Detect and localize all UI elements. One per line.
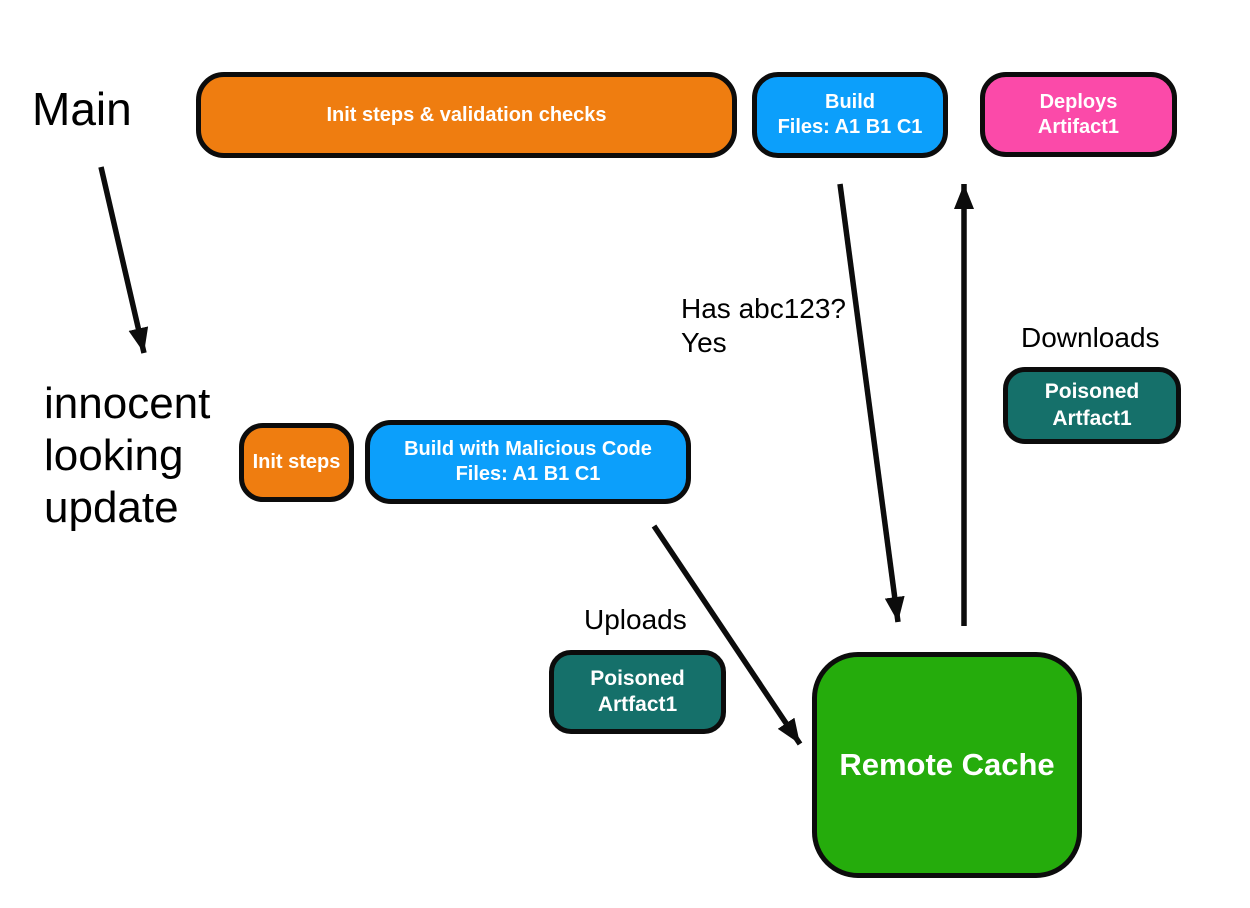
node-deploys-line-1: Deploys bbox=[1039, 90, 1118, 113]
node-deploys-artifact1: Deploys Artifact1 bbox=[980, 72, 1177, 157]
annotation-uploads: Uploads bbox=[584, 604, 687, 635]
has-abc-answer: Yes bbox=[681, 327, 727, 358]
node-poisoned-upload-line-1: Poisoned bbox=[590, 666, 685, 690]
node-remote-cache: Remote Cache bbox=[812, 652, 1082, 878]
arrow-main-to-innocent-update bbox=[98, 166, 149, 354]
innocent-line-3: update bbox=[44, 483, 179, 532]
node-build-malicious-line-2: Files: A1 B1 C1 bbox=[455, 463, 601, 485]
innocent-line-2: looking bbox=[44, 431, 184, 480]
node-poisoned-upload-line-2: Artfact1 bbox=[597, 693, 678, 716]
annotation-downloads: Downloads bbox=[1021, 322, 1160, 353]
node-poisoned-download-line-1: Poisoned bbox=[1044, 380, 1140, 404]
innocent-line-1: innocent bbox=[44, 379, 211, 428]
annotation-has-abc123: Has abc123? Yes bbox=[681, 292, 846, 360]
node-build-malicious-line-1: Build with Malicious Code bbox=[404, 438, 652, 460]
branch-label-main: Main bbox=[32, 83, 132, 135]
node-remote-cache-label: Remote Cache bbox=[839, 746, 1055, 782]
node-init-steps-validation-checks: Init steps & validation checks bbox=[196, 72, 737, 158]
node-init-validation-label: Init steps & validation checks bbox=[326, 103, 607, 126]
node-init-steps: Init steps bbox=[239, 423, 354, 502]
node-deploys-line-2: Artifact1 bbox=[1037, 115, 1120, 138]
node-poisoned-artfact1-upload: Poisoned Artfact1 bbox=[549, 650, 726, 734]
node-build: Build Files: A1 B1 C1 bbox=[752, 72, 948, 158]
node-poisoned-download-line-2: Artfact1 bbox=[1052, 406, 1132, 430]
node-build-line-2: Files: A1 B1 C1 bbox=[777, 116, 923, 138]
arrow-build-to-remote-cache bbox=[837, 183, 905, 623]
has-abc-question: Has abc123? bbox=[681, 293, 847, 324]
node-build-line-1: Build bbox=[825, 91, 875, 113]
node-poisoned-artfact1-download: Poisoned Artfact1 bbox=[1003, 367, 1181, 444]
branch-label-innocent-update: innocent looking update bbox=[44, 378, 210, 534]
node-init-steps-label: Init steps bbox=[252, 451, 341, 473]
node-build-with-malicious-code: Build with Malicious Code Files: A1 B1 C… bbox=[365, 420, 691, 504]
